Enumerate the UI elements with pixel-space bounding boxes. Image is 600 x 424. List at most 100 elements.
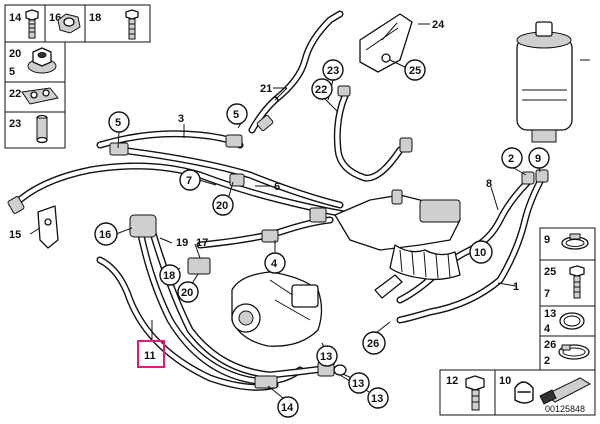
legend-grid-left: 14 16 18 20 5 22 23 bbox=[4, 4, 151, 149]
callout-21: 21 bbox=[260, 83, 287, 95]
legend-label-18: 18 bbox=[89, 12, 101, 24]
callout-24: 24 bbox=[418, 19, 445, 31]
svg-text:20: 20 bbox=[181, 287, 193, 299]
legend-label-22: 22 bbox=[9, 88, 21, 100]
svg-text:24: 24 bbox=[432, 19, 445, 31]
legend-cell-25-7 bbox=[539, 259, 596, 307]
svg-text:4: 4 bbox=[271, 258, 278, 270]
nut-icon bbox=[57, 13, 81, 34]
legend-label-25: 25 bbox=[544, 266, 556, 278]
svg-text:5: 5 bbox=[115, 117, 121, 129]
svg-text:2: 2 bbox=[508, 153, 514, 165]
callout-11-highlighted[interactable]: 11 bbox=[137, 340, 165, 368]
legend-grid-right: 9 25 7 13 4 26 2 12 10 bbox=[439, 227, 596, 416]
legend-cell-18 bbox=[84, 4, 151, 43]
svg-text:26: 26 bbox=[367, 338, 379, 350]
callout-1: 1 bbox=[513, 281, 519, 293]
hose-clamp-icon bbox=[561, 233, 589, 250]
svg-text:19: 19 bbox=[176, 237, 188, 249]
callout-6: 6 bbox=[274, 181, 280, 193]
reference-code: 00125848 bbox=[545, 404, 585, 414]
callout-19: 19 bbox=[176, 237, 188, 249]
callout-23: 23 bbox=[322, 59, 344, 81]
callout-5: 5 bbox=[108, 111, 130, 133]
svg-text:10: 10 bbox=[474, 247, 486, 259]
banjo-bolt-icon bbox=[465, 375, 485, 411]
callout-20-low: 20 bbox=[177, 281, 199, 303]
svg-text:7: 7 bbox=[186, 175, 192, 187]
sleeve-icon bbox=[36, 114, 48, 144]
svg-text:5: 5 bbox=[233, 109, 239, 121]
callout-13-c: 13 bbox=[367, 387, 389, 409]
callout-13-b: 13 bbox=[348, 372, 370, 394]
legend-label-13: 13 bbox=[544, 308, 556, 320]
legend-label-10: 10 bbox=[499, 375, 511, 387]
callout-25-top: 25 bbox=[404, 59, 426, 81]
callout-5b: 5 bbox=[226, 103, 248, 125]
callout-3: 3 bbox=[178, 113, 184, 125]
legend-label-4: 4 bbox=[544, 323, 551, 335]
svg-text:16: 16 bbox=[99, 229, 111, 241]
callout-4: 4 bbox=[264, 252, 286, 274]
svg-text:3: 3 bbox=[178, 113, 184, 125]
hose-bracket-left bbox=[37, 205, 59, 249]
svg-text:23: 23 bbox=[327, 65, 339, 77]
legend-cell-23 bbox=[4, 111, 66, 149]
seal-ring-icon bbox=[559, 312, 585, 330]
svg-text:6: 6 bbox=[274, 181, 280, 193]
svg-text:18: 18 bbox=[163, 270, 175, 282]
fluid-reservoir bbox=[516, 21, 590, 143]
svg-text:22: 22 bbox=[315, 84, 327, 96]
callout-2: 2 bbox=[501, 147, 523, 169]
svg-text:14: 14 bbox=[281, 402, 294, 414]
svg-text:21: 21 bbox=[260, 83, 272, 95]
callout-10: 10 bbox=[469, 240, 493, 264]
svg-text:13: 13 bbox=[352, 378, 364, 390]
legend-label-7: 7 bbox=[544, 288, 550, 300]
bolt-icon bbox=[25, 9, 39, 39]
svg-text:9: 9 bbox=[535, 153, 541, 165]
legend-label-12: 12 bbox=[446, 375, 458, 387]
callout-22: 22 bbox=[311, 78, 333, 100]
callout-26: 26 bbox=[362, 331, 386, 355]
legend-cell-14 bbox=[4, 4, 46, 43]
svg-text:17: 17 bbox=[196, 237, 208, 249]
legend-label-23: 23 bbox=[9, 118, 21, 130]
callout-14: 14 bbox=[277, 396, 299, 418]
callout-16: 16 bbox=[94, 222, 118, 246]
callout-7: 7 bbox=[179, 169, 201, 191]
svg-text:13: 13 bbox=[371, 393, 383, 405]
retaining-clip-icon bbox=[514, 377, 592, 405]
svg-text:20: 20 bbox=[216, 200, 228, 212]
steering-rack bbox=[334, 194, 461, 299]
legend-label-9: 9 bbox=[544, 234, 550, 246]
svg-text:8: 8 bbox=[486, 178, 492, 190]
callout-9: 9 bbox=[528, 147, 550, 169]
svg-text:25: 25 bbox=[409, 65, 421, 77]
callout-17: 17 bbox=[196, 237, 208, 249]
callout-13-a: 13 bbox=[316, 345, 338, 367]
band-clamp-icon bbox=[558, 344, 590, 360]
stud-bolt-icon bbox=[125, 9, 139, 40]
hose-fittings bbox=[7, 85, 549, 389]
legend-label-26: 26 bbox=[544, 339, 556, 351]
legend-label-2: 2 bbox=[544, 355, 550, 367]
hex-bolt-icon bbox=[569, 265, 585, 299]
callout-18: 18 bbox=[159, 264, 181, 286]
flange-nut-icon bbox=[27, 47, 57, 74]
legend-label-20: 20 bbox=[9, 48, 21, 60]
svg-text:15: 15 bbox=[9, 229, 21, 241]
svg-text:11: 11 bbox=[144, 350, 156, 362]
callout-8: 8 bbox=[486, 178, 492, 190]
svg-text:13: 13 bbox=[320, 351, 332, 363]
legend-label-5: 5 bbox=[9, 66, 15, 78]
callout-15: 15 bbox=[9, 229, 21, 241]
svg-text:1: 1 bbox=[513, 281, 519, 293]
heat-shield-bracket bbox=[359, 13, 413, 73]
power-steering-pump bbox=[231, 271, 323, 347]
legend-label-14: 14 bbox=[9, 12, 22, 24]
clamp-block-icon bbox=[21, 87, 59, 105]
callout-20-mid: 20 bbox=[212, 194, 234, 216]
